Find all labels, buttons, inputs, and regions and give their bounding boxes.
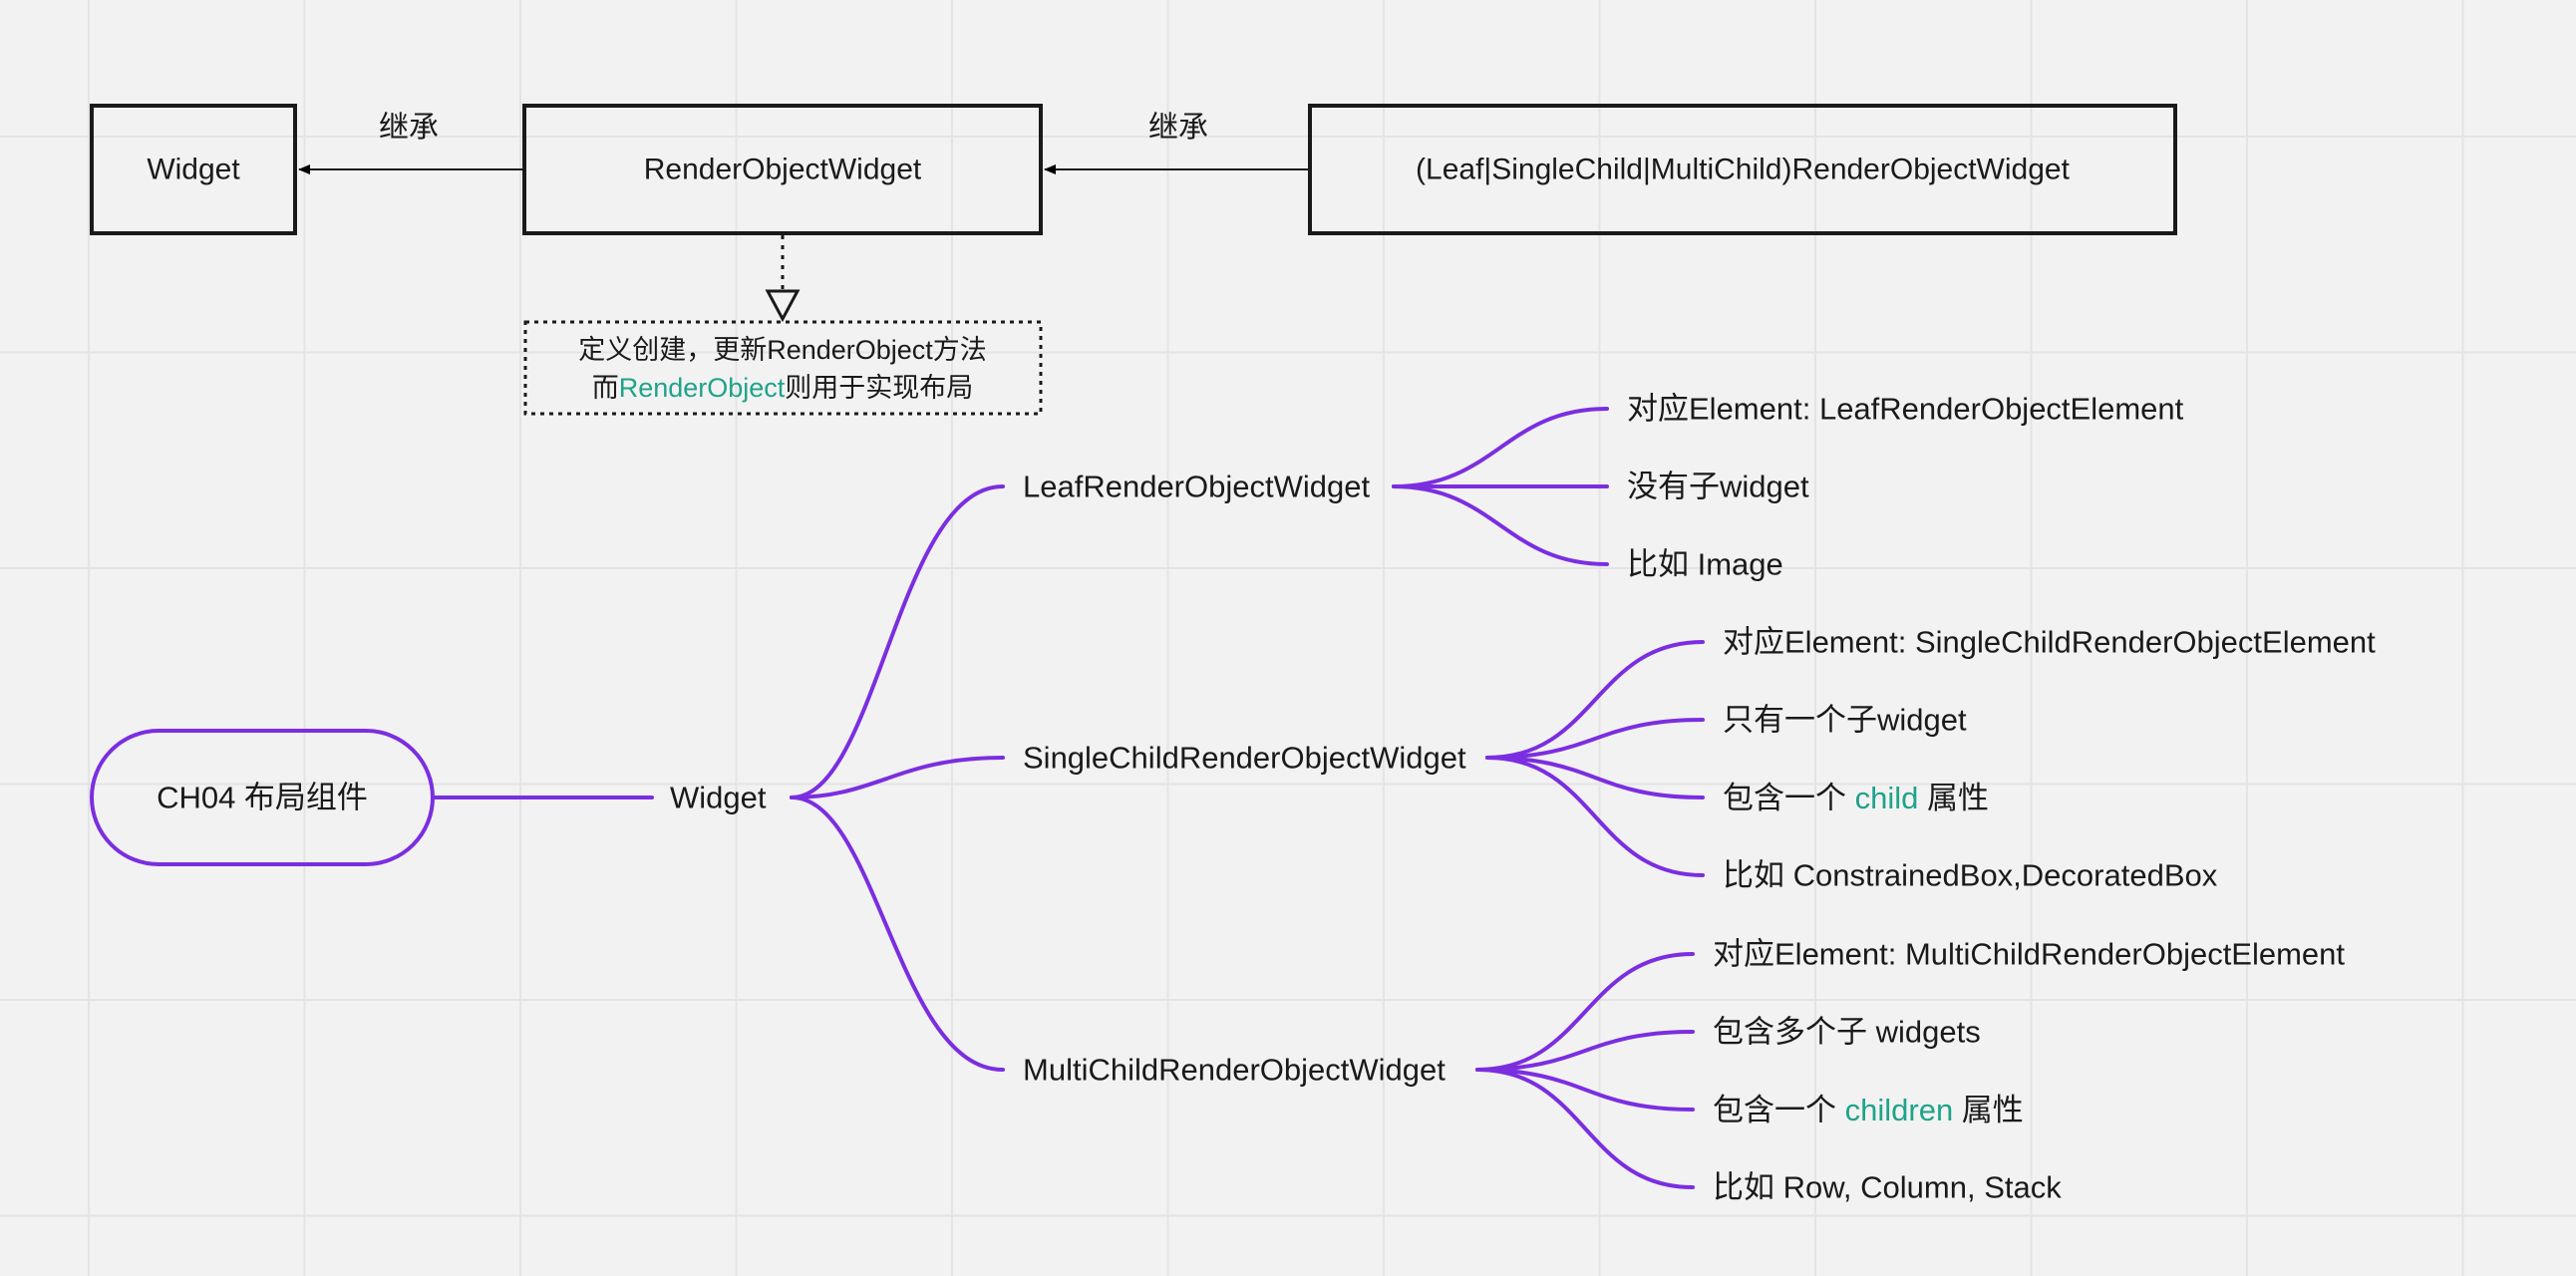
leaf-child-no-child[interactable]: 没有子widget <box>1627 470 1809 504</box>
inherit-label-right: 继承 <box>1148 112 1208 145</box>
edge-single-child-3 <box>1485 756 1705 799</box>
edge-center-single <box>790 756 1005 799</box>
edge-multi-child-4 <box>1475 1068 1695 1189</box>
multi-child-property-prefix: 包含一个 <box>1713 1093 1845 1127</box>
single-child-property-suffix: 属性 <box>1918 781 1989 815</box>
note-line-2: 而RenderObject则用于实现布局 <box>592 373 974 403</box>
inherit-label-left: 继承 <box>379 112 439 145</box>
edge-multi-child-3 <box>1475 1068 1695 1112</box>
realization-triangle-icon <box>765 289 801 323</box>
note-line-1: 定义创建，更新RenderObject方法 <box>578 335 987 365</box>
single-child-property-highlight: child <box>1855 781 1919 815</box>
edge-single-child-4 <box>1485 756 1705 877</box>
edge-single-child-1 <box>1485 640 1705 760</box>
multi-child-example[interactable]: 比如 Row, Column, Stack <box>1713 1170 2062 1205</box>
branch-label-leaf[interactable]: LeafRenderObjectWidget <box>1023 470 1370 504</box>
branch-label-single[interactable]: SingleChildRenderObjectWidget <box>1023 741 1466 776</box>
render-object-widget-box[interactable] <box>522 104 1043 235</box>
subclass-widget-label: (Leaf|SingleChild|MultiChild)RenderObjec… <box>1416 154 2071 186</box>
single-child-property-prefix: 包含一个 <box>1723 781 1855 815</box>
single-child-element[interactable]: 对应Element: SingleChildRenderObjectElemen… <box>1723 625 2376 660</box>
note-line-2-suffix: 则用于实现布局 <box>785 373 973 403</box>
multi-child-property-suffix: 属性 <box>1953 1093 2024 1127</box>
branch-label-multi[interactable]: MultiChildRenderObjectWidget <box>1023 1053 1446 1088</box>
edge-leaf-child-3 <box>1392 484 1609 566</box>
edge-multi-child-2 <box>1475 1030 1695 1072</box>
subclass-widget-box[interactable] <box>1308 104 2177 235</box>
multi-child-property[interactable]: 包含一个 children 属性 <box>1713 1093 2024 1127</box>
widget-box-label: Widget <box>147 154 240 186</box>
single-child-one-child[interactable]: 只有一个子widget <box>1723 703 1967 738</box>
note-line-2-prefix: 而 <box>592 373 619 403</box>
multi-child-property-highlight: children <box>1845 1093 1954 1127</box>
render-object-widget-label: RenderObjectWidget <box>644 154 922 186</box>
single-child-example[interactable]: 比如 ConstrainedBox,DecoratedBox <box>1723 858 2218 893</box>
leaf-child-element[interactable]: 对应Element: LeafRenderObjectElement <box>1627 392 2184 427</box>
widget-box[interactable] <box>90 104 297 235</box>
leaf-child-example[interactable]: 比如 Image <box>1627 547 1783 582</box>
edge-single-child-2 <box>1485 718 1705 760</box>
note-box[interactable] <box>523 320 1043 416</box>
note-highlight: RenderObject <box>619 373 786 403</box>
edge-leaf-child-1 <box>1392 407 1609 488</box>
multi-child-many-children[interactable]: 包含多个子 widgets <box>1713 1015 1981 1050</box>
root-node-label: CH04 布局组件 <box>157 781 368 815</box>
center-node-label[interactable]: Widget <box>670 781 767 815</box>
edge-center-leaf <box>790 484 1005 799</box>
single-child-property[interactable]: 包含一个 child 属性 <box>1723 781 1989 815</box>
edge-multi-child-1 <box>1475 952 1695 1072</box>
edge-center-multi <box>790 796 1005 1072</box>
multi-child-element[interactable]: 对应Element: MultiChildRenderObjectElement <box>1713 937 2345 972</box>
